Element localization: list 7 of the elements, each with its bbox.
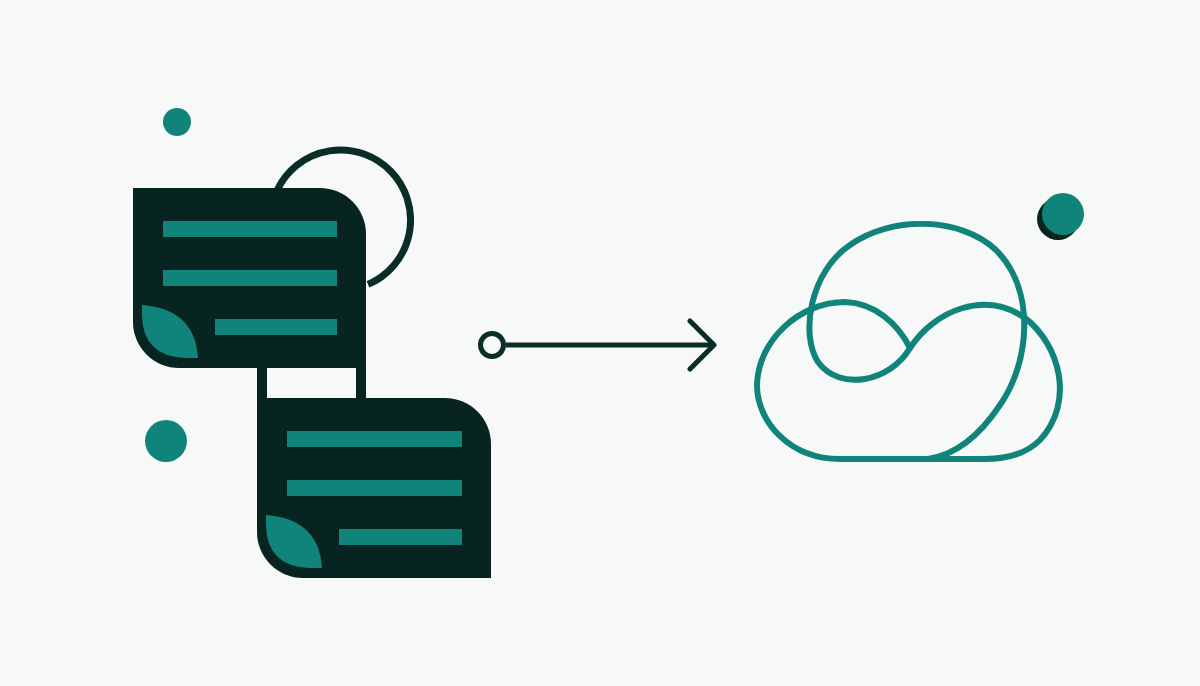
connector-line xyxy=(356,368,366,398)
ring-outline xyxy=(273,146,414,289)
ring-outline xyxy=(478,331,506,359)
connector-line xyxy=(257,368,267,398)
document-card xyxy=(133,188,366,368)
arrow xyxy=(506,318,717,372)
document-card xyxy=(257,398,491,578)
